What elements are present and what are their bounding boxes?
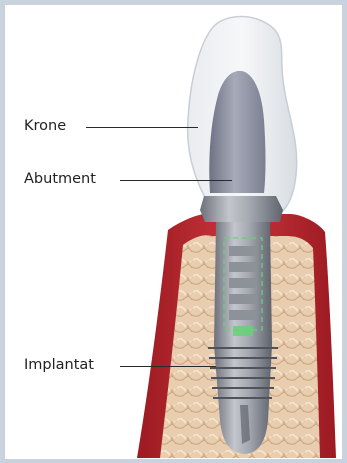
leader-line-abutment	[120, 180, 232, 181]
label-abutment: Abutment	[24, 172, 96, 187]
leader-line-krone	[86, 127, 198, 128]
leader-line-implantat	[120, 366, 216, 367]
label-krone: Krone	[24, 119, 66, 134]
abutment-collar	[200, 196, 283, 222]
label-implantat: Implantat	[24, 358, 94, 373]
